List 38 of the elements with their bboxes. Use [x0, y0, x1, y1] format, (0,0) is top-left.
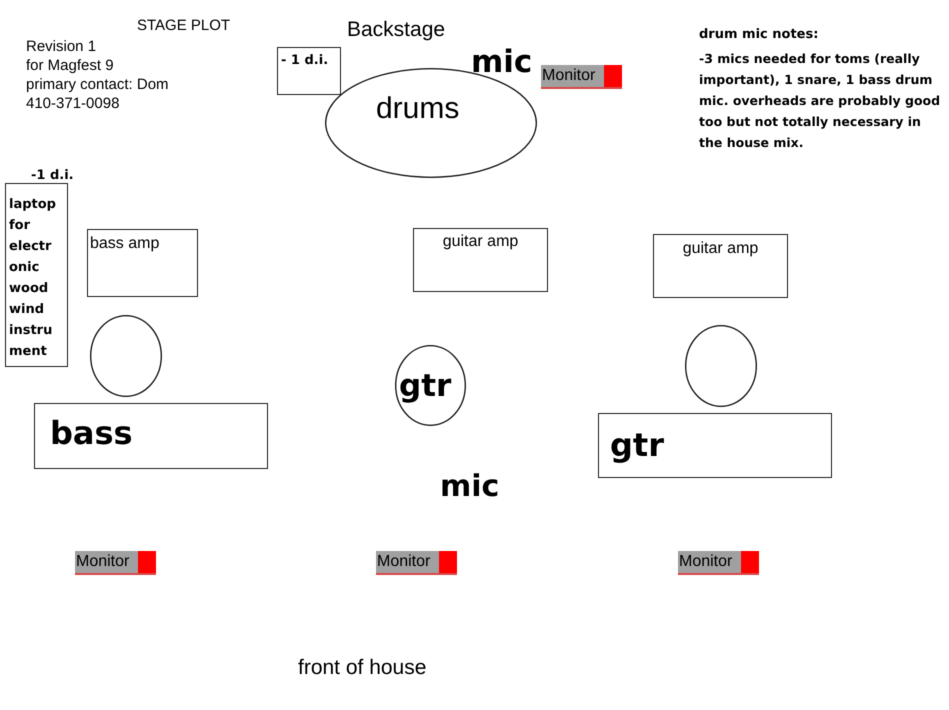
monitor-label: Monitor — [541, 66, 596, 86]
amp-box — [87, 229, 198, 297]
amp-label: bass amp — [90, 235, 160, 254]
phone-number: 410-371-0098 — [26, 95, 120, 112]
di-label: - 1 d.i. — [281, 54, 328, 69]
amp-label: guitar amp — [442, 233, 520, 252]
performer-box — [34, 403, 268, 469]
monitor-label: Monitor — [75, 552, 130, 572]
performer-circle — [685, 325, 757, 407]
notes-heading: drum mic notes: — [699, 28, 818, 43]
revision-note: Revision 1 — [26, 38, 96, 56]
monitor-label: Monitor — [376, 552, 430, 572]
stage-direction-label: front of house — [298, 656, 426, 680]
page-title: STAGE PLOT — [137, 17, 230, 34]
instrument-label: gtr — [399, 369, 452, 405]
contact-note: primary contact: Dom — [26, 76, 169, 94]
amp-box — [413, 228, 548, 292]
di-label: -1 d.i. — [31, 169, 74, 184]
monitor-block — [75, 551, 156, 575]
event-note: for Magfest 9 — [26, 57, 114, 74]
mic-label: mic — [440, 470, 500, 504]
instrument-label: gtr — [610, 427, 664, 464]
laptop-label: laptop for electr onic wood wind instru ment — [9, 196, 57, 361]
monitor-block — [678, 551, 759, 575]
monitor-block — [541, 65, 622, 89]
monitor-label: Monitor — [678, 552, 732, 572]
amp-box — [653, 234, 788, 298]
performer-circle — [90, 315, 162, 397]
performer-box — [598, 413, 832, 478]
instrument-label: bass — [50, 415, 133, 452]
notes-text: -3 mics needed for toms (really important), 1 snare, 1 bass drum mic. overheads are probably good too but not totally necessary in the house mix. — [699, 50, 942, 152]
monitor-block — [376, 551, 457, 575]
performer-circle — [395, 345, 466, 426]
stage-direction-label: Backstage — [347, 18, 446, 42]
mic-label: mic — [471, 45, 532, 81]
drum-label: drums — [376, 92, 460, 126]
di-box — [277, 47, 341, 95]
amp-label: guitar amp — [682, 240, 760, 258]
